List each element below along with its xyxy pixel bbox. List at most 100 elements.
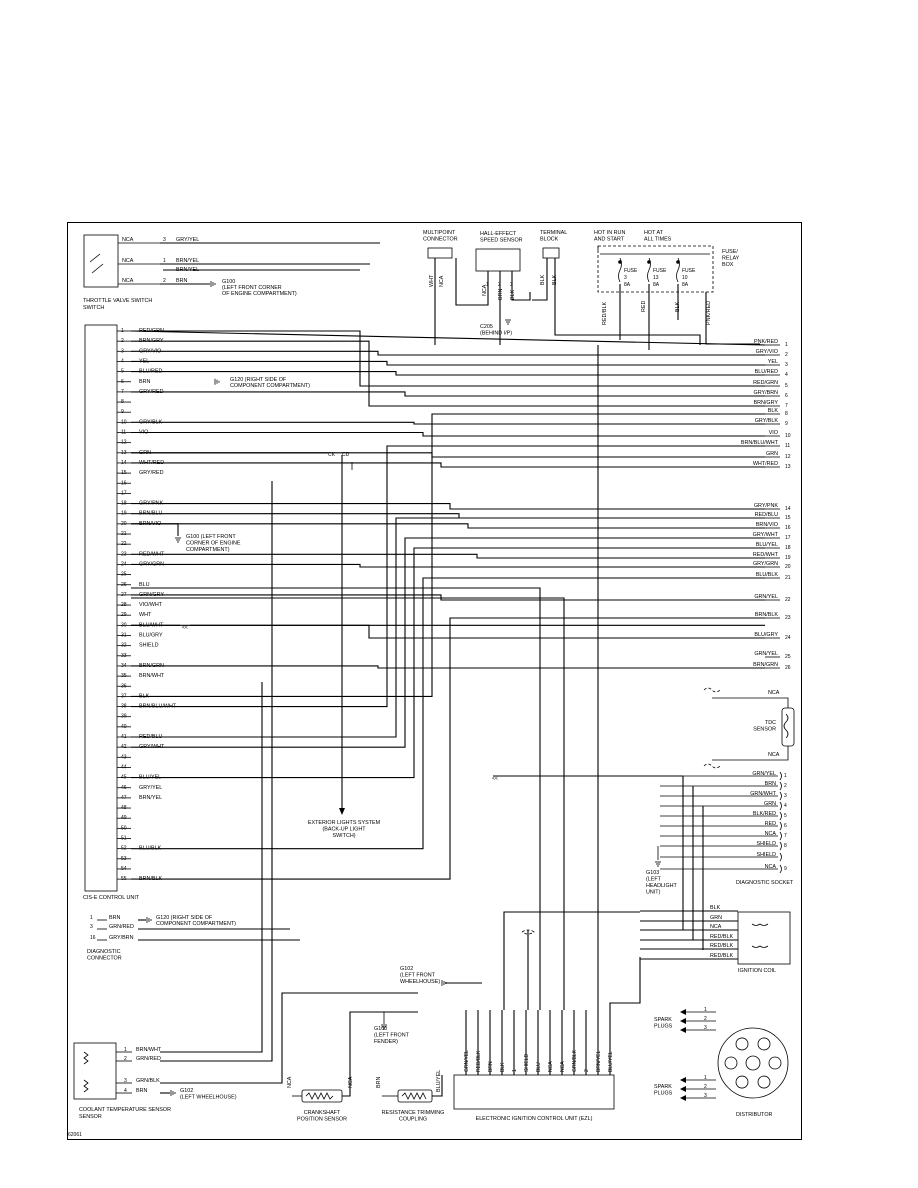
ecu-pin-number: 24	[121, 561, 127, 567]
tdc-label: TDC	[765, 720, 776, 726]
ground-g100b-label: COMPARTMENT)	[186, 547, 230, 553]
ground-g102b-label: (LEFT WHEELHOUSE)	[180, 1095, 237, 1101]
ecu-pin-wire-label: GRY/RED	[139, 389, 164, 395]
connector-wire-label: BRN/BLU/WHT	[741, 440, 779, 446]
ground-g120b-label: COMPONENT COMPARTMENT)	[156, 921, 236, 927]
terminal-wire: BLK	[552, 274, 558, 285]
ecu-harness-wire	[131, 617, 765, 880]
ecu-pin-number: 25	[121, 572, 127, 578]
diagram-frame	[67, 222, 802, 1140]
connector-pin: 1	[785, 342, 788, 348]
throttle-switch-label: SWITCH	[83, 305, 104, 311]
spark-plugs-label: SPARK	[654, 1017, 672, 1023]
ecu-pin-number: 15	[121, 470, 127, 476]
ground-g100c-label: (LEFT FRONT	[374, 1033, 410, 1039]
fuse-wire: BLK	[675, 301, 681, 312]
wire	[342, 1011, 358, 1097]
ecu-pin-wire-label: BRN	[139, 379, 150, 385]
spark-plug-arrow	[680, 1086, 686, 1092]
ecu-pin-number: 47	[121, 795, 127, 801]
spark-plug-number: 2	[704, 1084, 707, 1090]
ecu-pin-wire-label: BLK	[139, 693, 150, 699]
connector-wire-label: GRN/YEL	[754, 594, 778, 600]
ecu-pin-number: 20	[121, 521, 127, 527]
spark-plugs-label: SPARK	[654, 1084, 672, 1090]
arrow	[339, 808, 345, 815]
connector-symbol: <<	[492, 776, 498, 782]
socket-contact	[779, 791, 782, 801]
distributor-label: DISTRIBUTOR	[736, 1112, 773, 1118]
ecu-pin-number: 50	[121, 825, 127, 831]
connector-wire-label: BLU/GRY	[754, 632, 778, 638]
ecu-pin-number: 16	[121, 480, 127, 486]
throttle-switch-label: THROTTLE VALVE SWITCH	[83, 298, 152, 304]
ezl-pin-label: RED/BLK	[476, 1050, 482, 1072]
spark-plug-arrow	[680, 1095, 686, 1101]
ecu-pin-number: 55	[121, 876, 127, 882]
diag-socket-wire: RED	[765, 821, 776, 827]
ecu-pin-wire-label: GRY/GRN	[139, 561, 164, 567]
connector-wire-label: GRN	[766, 451, 778, 457]
ecu-pin-wire-label: VIO	[139, 430, 148, 436]
ecu-pin-number: 18	[121, 501, 127, 507]
hall-sensor-label: HALL-EFFECT	[480, 231, 517, 237]
ecu-pin-number: 45	[121, 775, 127, 781]
multipoint-wire: NCA	[439, 275, 445, 287]
coolant-pin: 1	[124, 1047, 127, 1053]
connector-pin: 24	[785, 635, 791, 641]
connector-wire-label: BLU/BLK	[756, 572, 779, 578]
fuse-wire: PNK/RED	[706, 301, 712, 325]
throttle-nca: NCA	[122, 237, 134, 243]
distributor-terminal	[757, 1075, 771, 1089]
fuse-label: 8A	[653, 282, 660, 288]
fuse-label: 10	[682, 275, 688, 281]
connector-pin: 5	[785, 383, 788, 389]
diag-socket-wire: BRN	[765, 781, 776, 787]
tdc-sensor	[781, 707, 795, 747]
ecu-pin-number: 31	[121, 633, 127, 639]
coolant-pin: 4	[124, 1088, 127, 1094]
distributor-terminal	[768, 1056, 782, 1070]
ecu-pin-number: 9	[121, 409, 124, 415]
ecu-harness-wire	[131, 665, 765, 669]
diag-socket-label: DIAGNOSTIC SOCKET	[736, 880, 794, 886]
multipoint-label: MULTIPOINT	[423, 230, 456, 236]
fuse-label: 8A	[682, 282, 689, 288]
ecu-pin-wire-label: RED/BLU	[139, 734, 162, 740]
connector-pin: 14	[785, 506, 791, 512]
ground-g120a-label: G120 (RIGHT SIDE OF	[230, 377, 287, 383]
ecu-pin-wire-label: VIO/WHT	[139, 602, 163, 608]
connector-wire-label: GRN/YEL	[754, 651, 778, 657]
ecu-pin-number: 34	[121, 663, 127, 669]
fuse-label: 13	[653, 275, 659, 281]
diag-conn-wire-label: GRN/RED	[109, 924, 134, 930]
ground-g103-label: (LEFT	[646, 877, 662, 883]
diag-socket-pin: 9	[784, 866, 787, 872]
diag-socket-pin: 4	[784, 803, 787, 809]
connector-pin: 12	[785, 454, 791, 460]
connector-pin: 18	[785, 545, 791, 551]
fuse-wire: RED/BLK	[602, 302, 608, 325]
diag-socket-pin: 7	[784, 833, 787, 839]
shield	[703, 763, 721, 769]
ecu-pin-number: 43	[121, 754, 127, 760]
hall-pin: 3	[510, 282, 513, 288]
multipoint-label: CONNECTOR	[423, 237, 458, 243]
ecu-pin-wire-label: GRY/YEL	[139, 785, 162, 791]
wire-blk	[511, 271, 531, 301]
coil-wire-label: RED/BLK	[710, 943, 733, 949]
coolant-label: SENSOR	[79, 1114, 102, 1120]
ground-g100b-label: G100 (LEFT FRONT	[186, 534, 236, 540]
ecu-pin-wire-label: BLU/WHT	[139, 622, 164, 628]
shield	[521, 929, 535, 935]
socket-contact	[779, 831, 782, 841]
wire-vio-wht	[131, 597, 565, 1010]
coolant-wire-label: BRN	[136, 1088, 147, 1094]
terminal-block-label: BLOCK	[540, 237, 559, 243]
crank-wire: NCA	[348, 1076, 354, 1088]
harness-wire	[130, 330, 766, 346]
connector-pin: 6	[785, 393, 788, 399]
ecu-harness-wire	[131, 340, 765, 407]
wire-grn-blk	[160, 992, 418, 1084]
